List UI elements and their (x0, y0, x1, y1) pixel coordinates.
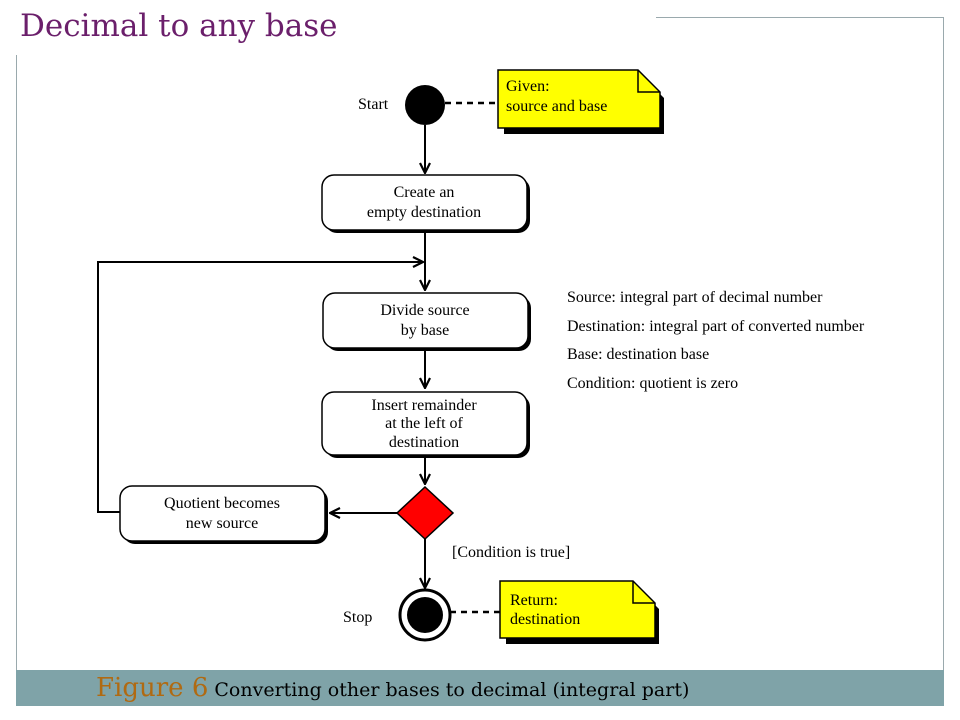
return-note (499, 580, 659, 644)
legend-base: Base: destination base (567, 346, 709, 363)
activity-create-destination (321, 174, 530, 233)
guard-condition-label: [Condition is true] (452, 544, 570, 561)
activity-quotient-line1: Quotient becomes (164, 495, 280, 512)
given-note (497, 69, 664, 134)
activity-divide-line1: Divide source (380, 302, 469, 319)
start-label: Start (358, 96, 389, 113)
return-note-title: Return: (510, 592, 558, 609)
caption-bar (16, 670, 944, 706)
stop-node (398, 588, 452, 642)
caption-text: Converting other bases to decimal (integ… (214, 679, 690, 701)
decision-node (395, 485, 455, 541)
activity-quotient-new-source (119, 485, 328, 544)
legend: Source: integral part of decimal number … (567, 289, 865, 392)
given-note-body: source and base (506, 98, 607, 115)
activity-create-line2: empty destination (367, 204, 481, 221)
legend-source: Source: integral part of decimal number (567, 289, 823, 306)
frame-left-line (16, 55, 17, 672)
activity-divide-source (322, 292, 531, 351)
activity-create-line1: Create an (394, 184, 455, 201)
frame-top-line (656, 17, 944, 18)
stop-label: Stop (343, 609, 372, 626)
activity-insert-line1: Insert remainder (371, 397, 477, 414)
activity-insert-remainder (321, 391, 530, 458)
activity-insert-line2: at the left of (385, 415, 463, 432)
loop-back-arrow (97, 262, 423, 513)
legend-condition: Condition: quotient is zero (567, 375, 738, 392)
given-note-title: Given: (506, 78, 550, 95)
legend-destination: Destination: integral part of converted … (567, 318, 865, 335)
return-note-body: destination (510, 611, 580, 628)
activity-quotient-line2: new source (186, 515, 258, 532)
caption-figure-number: Figure 6 (96, 673, 209, 703)
activity-insert-line3: destination (389, 434, 459, 451)
start-node (405, 85, 445, 125)
activity-divide-line2: by base (401, 322, 449, 339)
frame-right-line (943, 17, 944, 672)
slide-title: Decimal to any base (20, 8, 338, 44)
